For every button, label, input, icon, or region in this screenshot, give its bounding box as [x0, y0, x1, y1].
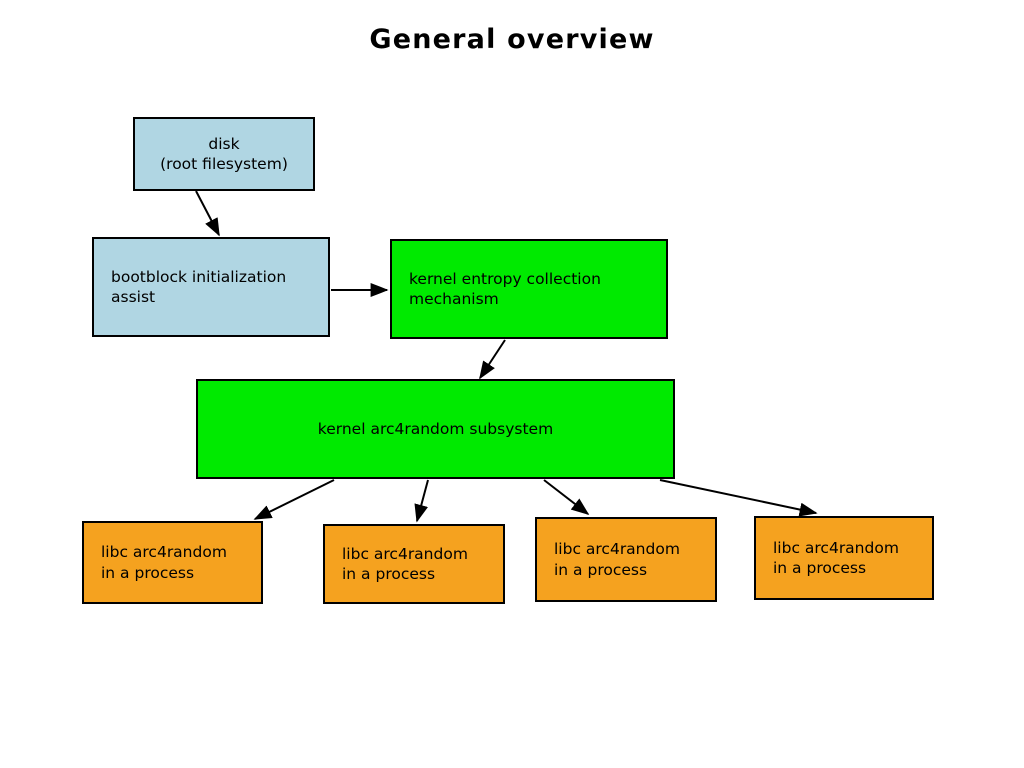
node-disk-line-2: (root filesystem): [160, 155, 288, 173]
node-disk-line-1: disk: [208, 134, 240, 153]
node-libc1-line-2: in a process: [101, 563, 195, 582]
node-kernel-arc4random-line-1: kernel arc4random subsystem: [317, 419, 554, 438]
edge-kernel_arc4random-to-libc3: [543, 479, 590, 515]
node-libc4-line-2: in a process: [773, 559, 867, 577]
node-libc-arc4random-process-3[interactable]: libc arc4random in a process: [535, 517, 717, 602]
edge-kernel_arc4random-to-libc2: [414, 479, 429, 523]
edge-kernel_arc4random-to-libc1: [253, 479, 335, 520]
node-libc2-line-2: in a process: [342, 565, 436, 583]
node-kernel-entropy-line-2: mechanism: [409, 290, 499, 308]
node-libc-arc4random-process-1[interactable]: libc arc4random in a process: [82, 521, 263, 604]
node-libc1-line-1: libc arc4random: [101, 543, 227, 562]
node-libc-arc4random-process-4[interactable]: libc arc4random in a process: [754, 516, 934, 600]
node-bootblock-initialization-assist[interactable]: bootblock initialization assist: [92, 237, 330, 337]
edge-disk-to-bootblock: [195, 190, 220, 237]
node-disk[interactable]: disk (root filesystem): [133, 117, 315, 191]
node-bootblock-line-1: bootblock initialization: [111, 267, 287, 286]
node-libc-arc4random-process-2[interactable]: libc arc4random in a process: [323, 524, 505, 604]
node-kernel-arc4random-subsystem[interactable]: kernel arc4random subsystem: [196, 379, 675, 479]
edge-kernel_arc4random-to-libc4: [659, 479, 818, 517]
node-kernel-entropy-line-1: kernel entropy collection: [409, 269, 601, 288]
node-bootblock-line-2: assist: [111, 288, 156, 306]
node-libc3-line-1: libc arc4random: [554, 540, 680, 559]
node-libc2-line-1: libc arc4random: [342, 544, 468, 563]
node-libc3-line-2: in a process: [554, 560, 648, 579]
edge-kernel_entropy-to-kernel_arc4random: [479, 339, 506, 380]
node-kernel-entropy-collection-mechanism[interactable]: kernel entropy collection mechanism: [390, 239, 668, 339]
node-libc4-line-1: libc arc4random: [773, 538, 899, 557]
page-title: General overview: [369, 24, 655, 55]
